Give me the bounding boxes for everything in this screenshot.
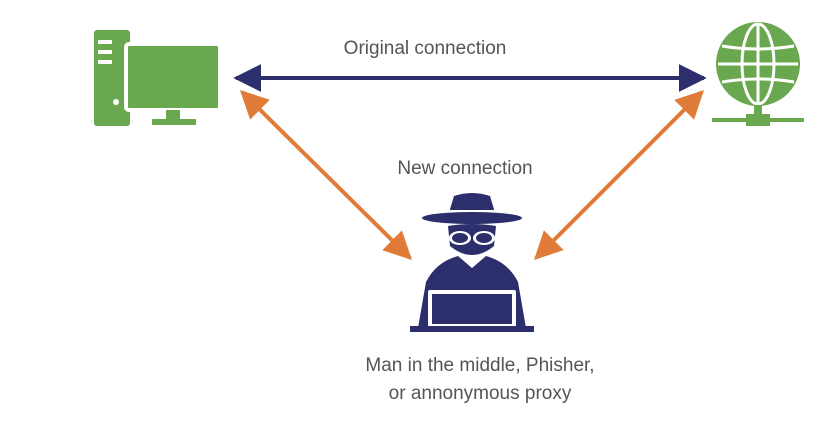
original-connection-label: Original connection [343, 38, 507, 59]
desktop-computer-icon [94, 30, 222, 126]
hacker-icon [410, 193, 534, 332]
attacker-label-line2: or annonymous proxy [388, 383, 572, 404]
attacker-server-arrow [534, 90, 704, 260]
attacker-label: Man in the middle, Phisher, or annonymou… [300, 352, 660, 408]
new-connection-label: New connection [397, 158, 533, 179]
attacker-label-line1: Man in the middle, Phisher, [365, 355, 595, 376]
client-attacker-arrow [240, 90, 412, 260]
globe-network-icon [712, 22, 804, 126]
